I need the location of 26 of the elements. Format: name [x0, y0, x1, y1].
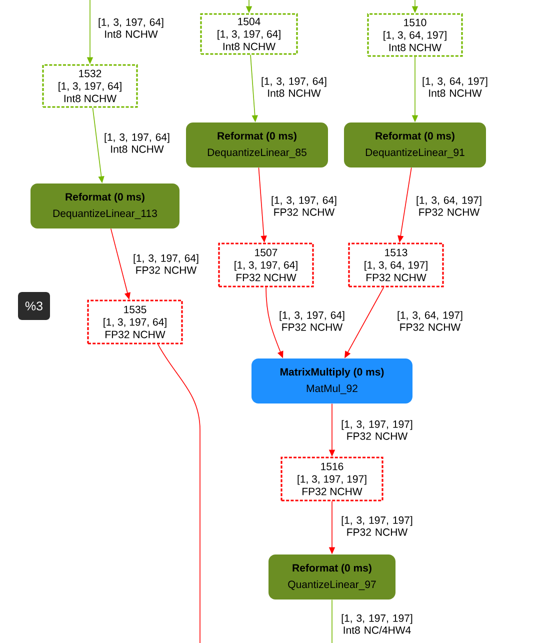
edge-label: [1, 3, 197, 64] FP32 NCHW: [280, 311, 344, 331]
edge-label: [1, 3, 197, 197] FP32 NCHW: [342, 516, 412, 536]
tensor-box: 1510 [1, 3, 64, 197] Int8 NCHW: [367, 13, 463, 57]
connector-line: [158, 344, 200, 643]
edge-label: [1, 3, 197, 64] FP32 NCHW: [134, 254, 198, 274]
edge-label: [1, 3, 197, 64] Int8 NCHW: [98, 18, 164, 38]
edge-label: [1, 3, 197, 64] FP32 NCHW: [272, 196, 336, 216]
layer-box: Reformat (0 ms) DequantizeLinear_113: [30, 184, 180, 228]
edge-label: [1, 3, 64, 197] FP32 NCHW: [416, 196, 482, 216]
edge-label: [1, 3, 197, 64] Int8 NCHW: [104, 133, 170, 153]
tensor-box: 1516 [1, 3, 197, 197] FP32 NCHW: [280, 456, 384, 502]
tensor-box: 1532 [1, 3, 197, 64] Int8 NCHW: [42, 64, 138, 108]
tensor-box: 1507 [1, 3, 197, 64] FP32 NCHW: [218, 242, 314, 288]
layer-box: MatrixMultiply (0 ms) MatMul_92: [252, 358, 412, 404]
tensor-box: 1513 [1, 3, 64, 197] FP32 NCHW: [348, 242, 444, 288]
layer-box: Reformat (0 ms) QuantizeLinear_97: [268, 554, 396, 600]
edge-label: [1, 3, 64, 197] FP32 NCHW: [398, 311, 462, 331]
tensor-box: 1504 [1, 3, 197, 64] Int8 NCHW: [200, 13, 298, 55]
graph-label-badge: %3: [18, 292, 50, 320]
edge-label: [1, 3, 64, 197] Int8 NCHW: [422, 77, 488, 97]
edge-label: [1, 3, 197, 64] Int8 NCHW: [262, 77, 326, 97]
tensor-box: 1535 [1, 3, 197, 64] FP32 NCHW: [87, 300, 183, 344]
edge-label: [1, 3, 197, 197] Int8 NC/4HW4: [342, 614, 412, 634]
edge-label: [1, 3, 197, 197] FP32 NCHW: [342, 420, 412, 440]
layer-box: Reformat (0 ms) DequantizeLinear_91: [344, 122, 486, 168]
layer-box: Reformat (0 ms) DequantizeLinear_85: [186, 122, 328, 168]
